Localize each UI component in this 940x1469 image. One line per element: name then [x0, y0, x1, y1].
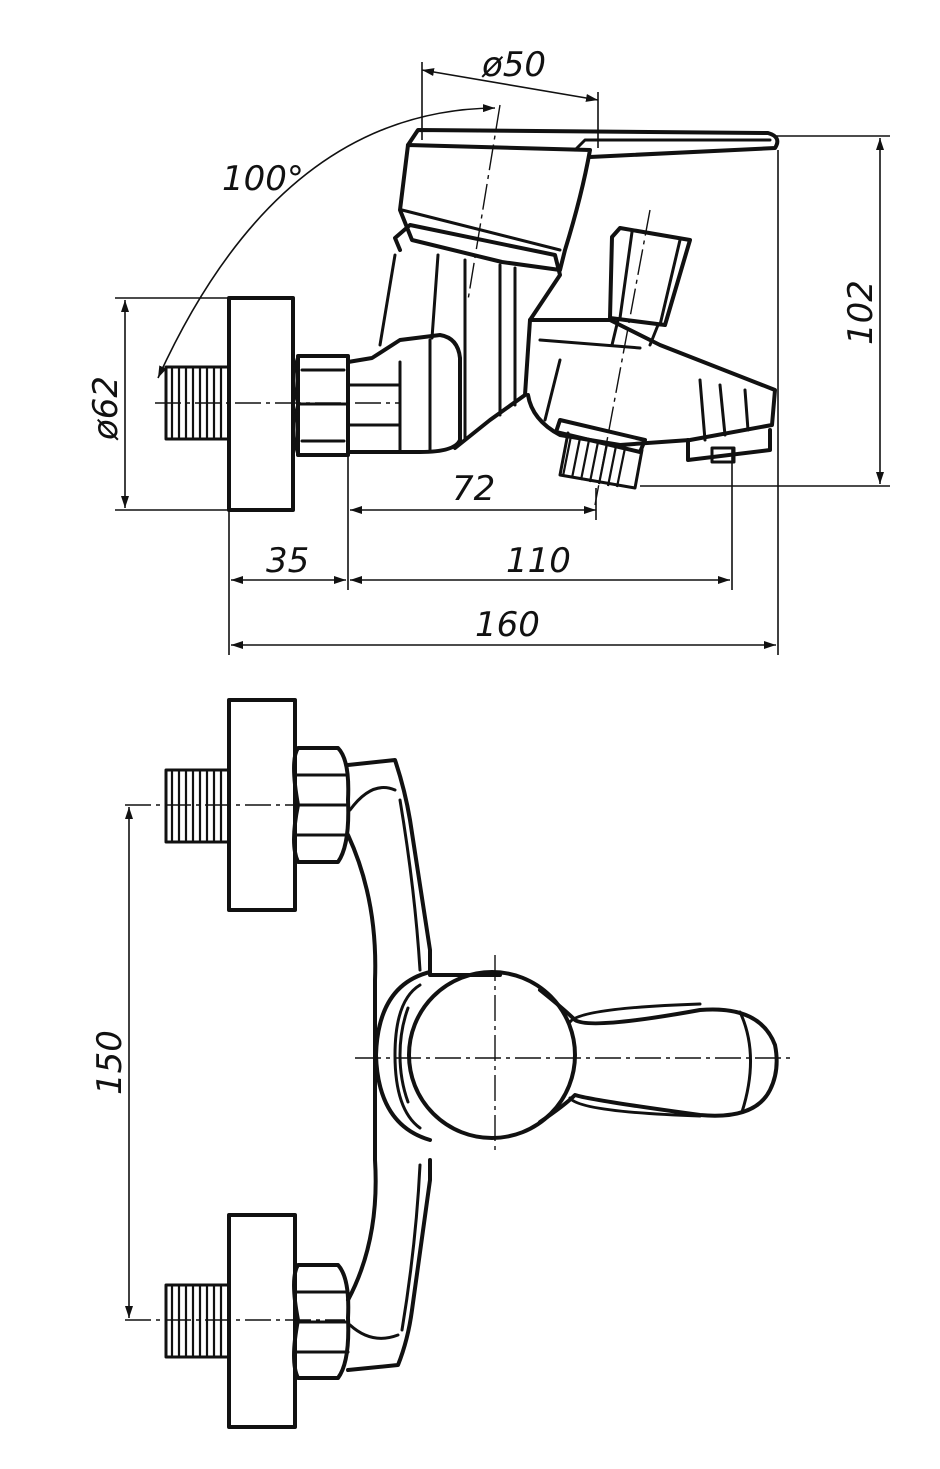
top-lower-hex-nut — [292, 1263, 351, 1380]
top-cartridge-housing — [374, 970, 432, 1142]
side-aerator — [686, 428, 772, 462]
side-shower-outlet — [554, 418, 647, 490]
dim-w72: 72 — [452, 469, 495, 509]
top-mixer-body — [346, 758, 502, 1372]
side-lever-cap — [398, 143, 592, 272]
top-lever-handle — [538, 988, 779, 1124]
side-wall-flange — [227, 296, 295, 512]
dim-d62: ø62 — [86, 376, 126, 441]
side-lever-handle — [406, 128, 780, 159]
dim-d50: ø50 — [481, 45, 546, 85]
top-lower-flange — [227, 1213, 297, 1429]
top-upper-hex-nut — [292, 746, 351, 864]
top-lower-thread — [164, 1283, 231, 1359]
top-lever-disc — [407, 970, 577, 1140]
side-diverter-knob — [608, 226, 692, 347]
top-upper-thread — [164, 768, 231, 844]
dim-w35: 35 — [266, 541, 309, 581]
dim-h150: 150 — [90, 1030, 130, 1095]
side-inlet-arm — [346, 333, 462, 454]
top-view: 150 — [90, 698, 795, 1429]
side-hex-nut — [292, 354, 350, 457]
dim-w110: 110 — [506, 541, 571, 581]
dim-h102: 102 — [841, 280, 881, 345]
dim-angle: 100° — [222, 159, 304, 199]
side-view: ø50 100° ø62 102 72 35 110 160 — [86, 45, 890, 655]
dim-w160: 160 — [475, 605, 540, 645]
